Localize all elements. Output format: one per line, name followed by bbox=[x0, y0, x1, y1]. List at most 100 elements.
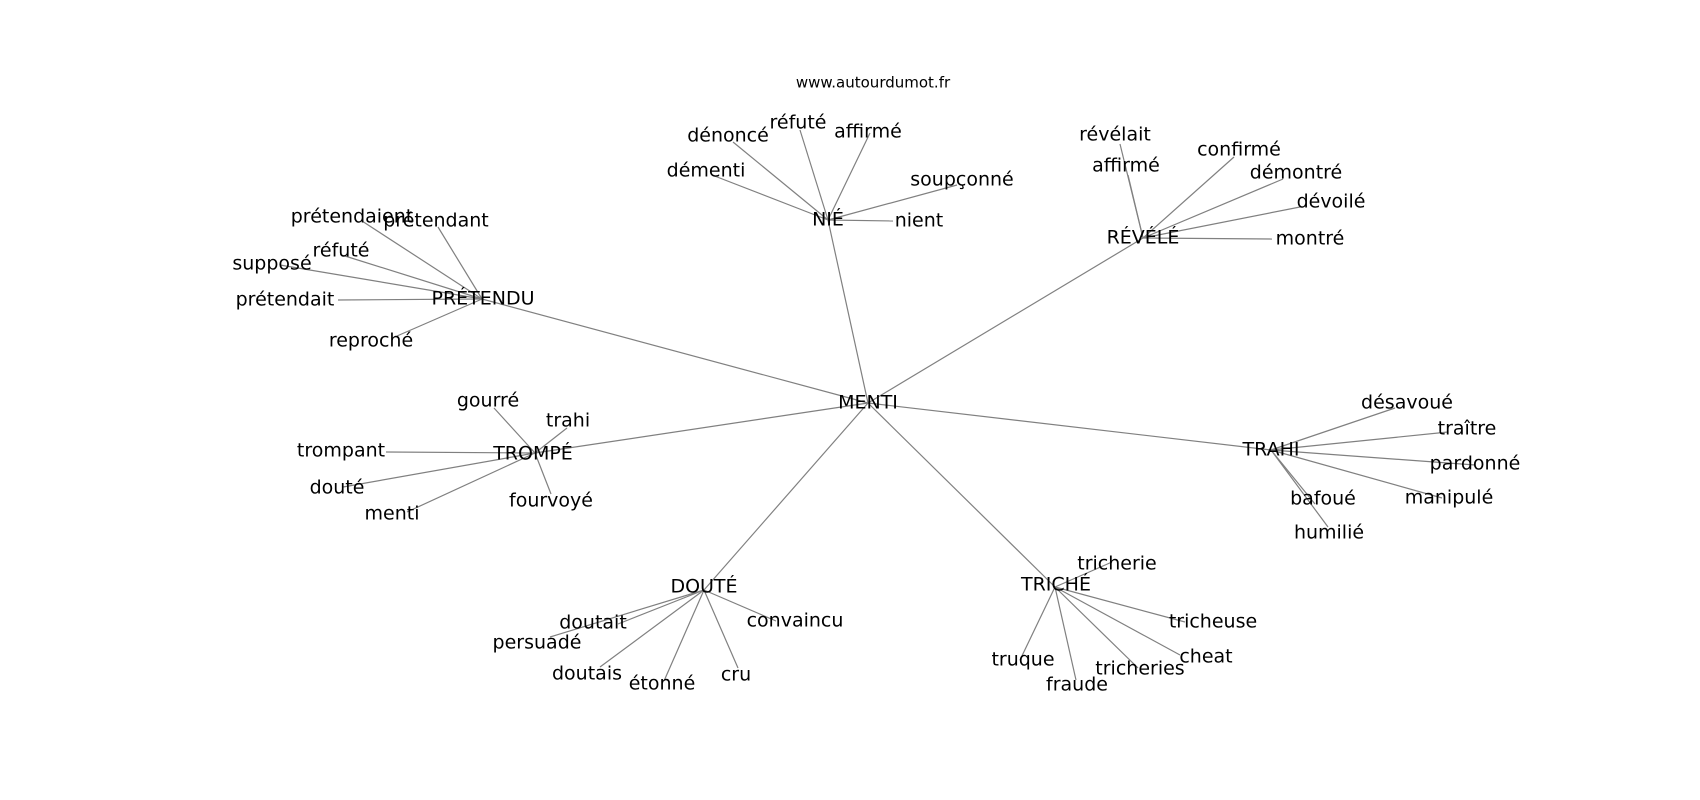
edge-trompe-gourre bbox=[493, 407, 536, 454]
word-nie-refute[interactable]: réfuté bbox=[770, 112, 827, 134]
edge-trahi-pardonne bbox=[1270, 449, 1476, 466]
word-nie-denonce[interactable]: dénoncé bbox=[687, 125, 769, 147]
edge-menti-trahi bbox=[867, 402, 1272, 451]
word-pretendu-pretendant[interactable]: prétendant bbox=[383, 210, 489, 232]
word-trompe-menti[interactable]: menti bbox=[365, 503, 420, 525]
node-nie[interactable]: NIÉ bbox=[812, 208, 844, 231]
word-pretendu-pretendait[interactable]: prétendait bbox=[236, 289, 335, 311]
node-trahi[interactable]: TRAHI bbox=[1242, 439, 1300, 461]
edge-menti-pretendu bbox=[481, 298, 869, 404]
word-revele-montre[interactable]: montré bbox=[1276, 228, 1345, 250]
edge-triche-tricherie bbox=[1054, 561, 1113, 588]
edge-menti-nie bbox=[827, 219, 869, 404]
edge-triche-tricheries bbox=[1054, 586, 1139, 669]
edge-nie-refute bbox=[799, 129, 829, 221]
word-triche-fraude[interactable]: fraude bbox=[1046, 674, 1108, 696]
word-doute-etonne[interactable]: étonné bbox=[629, 673, 696, 695]
edge-doute-persuade bbox=[549, 589, 705, 638]
node-revele[interactable]: RÉVÉLÉ bbox=[1107, 226, 1180, 249]
edge-nie-denonce bbox=[732, 141, 829, 221]
word-pretendu-reproche[interactable]: reproché bbox=[329, 330, 413, 352]
word-revele-demontre[interactable]: démontré bbox=[1250, 162, 1342, 184]
edge-pretendu-pretendant bbox=[437, 226, 483, 300]
word-trahi-manipule[interactable]: manipulé bbox=[1405, 487, 1494, 509]
word-triche-tricheries[interactable]: tricheries bbox=[1095, 658, 1184, 680]
word-trompe-trahi[interactable]: trahi bbox=[546, 410, 590, 432]
word-doute-doutait[interactable]: doutait bbox=[559, 612, 627, 634]
edge-nie-soupconne bbox=[827, 184, 958, 221]
node-triche[interactable]: TRICHÉ bbox=[1020, 573, 1091, 596]
labels-layer: www.autourdumot.fr MENTINIÉdénoncéréfuté… bbox=[232, 74, 1520, 696]
edge-menti-triche bbox=[867, 402, 1056, 588]
edge-doute-cru bbox=[703, 589, 739, 669]
word-trahi-bafoue[interactable]: bafoué bbox=[1290, 488, 1356, 510]
word-triche-tricheuse[interactable]: tricheuse bbox=[1169, 611, 1257, 633]
word-nie-nient[interactable]: nient bbox=[895, 210, 944, 232]
word-revele-confirme[interactable]: confirmé bbox=[1197, 139, 1281, 161]
edge-trompe-fourvoye bbox=[534, 452, 552, 495]
edge-trompe-doute bbox=[342, 452, 536, 488]
edge-trahi-desavoue bbox=[1270, 407, 1396, 451]
edge-trompe-menti bbox=[406, 452, 536, 513]
word-nie-soupconne[interactable]: soupçonné bbox=[910, 169, 1013, 191]
source-url[interactable]: www.autourdumot.fr bbox=[796, 74, 951, 92]
word-triche-cheat[interactable]: cheat bbox=[1179, 646, 1232, 668]
word-trahi-traitre[interactable]: traître bbox=[1438, 418, 1497, 440]
edge-trompe-trompant bbox=[385, 451, 536, 454]
word-doute-cru[interactable]: cru bbox=[721, 664, 751, 686]
word-trahi-desavoue[interactable]: désavoué bbox=[1361, 392, 1453, 414]
edge-triche-fraude bbox=[1054, 586, 1077, 681]
edge-trompe-trahi bbox=[534, 427, 568, 454]
edge-menti-doute bbox=[703, 402, 869, 591]
word-trompe-trompant[interactable]: trompant bbox=[297, 440, 385, 462]
edge-doute-doutait bbox=[617, 589, 705, 625]
word-revele-revelait[interactable]: révélait bbox=[1079, 124, 1151, 146]
edge-menti-revele bbox=[867, 237, 1144, 404]
edge-pretendu-reproche bbox=[396, 298, 483, 337]
node-doute[interactable]: DOUTÉ bbox=[670, 575, 737, 598]
word-trompe-gourre[interactable]: gourré bbox=[457, 390, 519, 412]
word-doute-doutais[interactable]: doutais bbox=[552, 663, 622, 685]
word-pretendu-suppose[interactable]: supposé bbox=[232, 253, 311, 275]
edge-triche-cheat bbox=[1054, 586, 1181, 656]
word-trahi-pardonne[interactable]: pardonné bbox=[1430, 453, 1521, 475]
edge-revele-confirme bbox=[1142, 156, 1235, 239]
edge-nie-nient bbox=[827, 219, 894, 222]
word-trompe-doute[interactable]: douté bbox=[310, 477, 365, 499]
edge-triche-truque bbox=[1019, 586, 1056, 661]
edges-layer bbox=[279, 129, 1476, 682]
word-pretendu-refute[interactable]: réfuté bbox=[313, 240, 370, 262]
edge-trahi-humilie bbox=[1270, 449, 1329, 528]
edge-trahi-traitre bbox=[1270, 431, 1449, 451]
edge-trahi-manipule bbox=[1270, 449, 1443, 499]
word-nie-affirme[interactable]: affirmé bbox=[834, 121, 902, 143]
word-trompe-fourvoye[interactable]: fourvoyé bbox=[509, 490, 593, 512]
edge-doute-doutais bbox=[599, 589, 705, 668]
word-nie-dementi[interactable]: démenti bbox=[667, 160, 746, 182]
word-triche-truque[interactable]: truque bbox=[991, 649, 1054, 671]
edge-revele-affirme bbox=[1127, 174, 1144, 239]
edge-nie-affirme bbox=[827, 132, 871, 221]
edge-revele-demontre bbox=[1142, 178, 1284, 239]
edge-pretendu-refute bbox=[344, 255, 483, 300]
node-center-menti[interactable]: MENTI bbox=[838, 392, 898, 414]
word-triche-tricherie[interactable]: tricherie bbox=[1077, 553, 1157, 575]
edge-revele-montre bbox=[1142, 237, 1273, 240]
edge-revele-devoile bbox=[1142, 206, 1301, 239]
word-doute-persuade[interactable]: persuadé bbox=[493, 632, 582, 654]
edge-menti-trompe bbox=[534, 402, 869, 454]
word-revele-devoile[interactable]: dévoilé bbox=[1297, 191, 1366, 213]
edge-doute-etonne bbox=[663, 589, 705, 682]
edge-pretendu-pretendaient bbox=[361, 220, 483, 300]
edge-triche-tricheuse bbox=[1054, 586, 1186, 623]
word-doute-convaincu[interactable]: convaincu bbox=[747, 610, 844, 632]
edge-pretendu-pretendait bbox=[337, 298, 483, 301]
node-pretendu[interactable]: PRÉTENDU bbox=[431, 287, 534, 310]
word-trahi-humilie[interactable]: humilié bbox=[1294, 522, 1364, 544]
edge-nie-dementi bbox=[711, 174, 829, 221]
word-revele-affirme[interactable]: affirmé bbox=[1092, 155, 1160, 177]
edge-pretendu-suppose bbox=[279, 264, 483, 300]
node-trompe[interactable]: TROMPÉ bbox=[492, 442, 573, 465]
word-pretendu-pretendaient[interactable]: prétendaient bbox=[291, 206, 414, 228]
